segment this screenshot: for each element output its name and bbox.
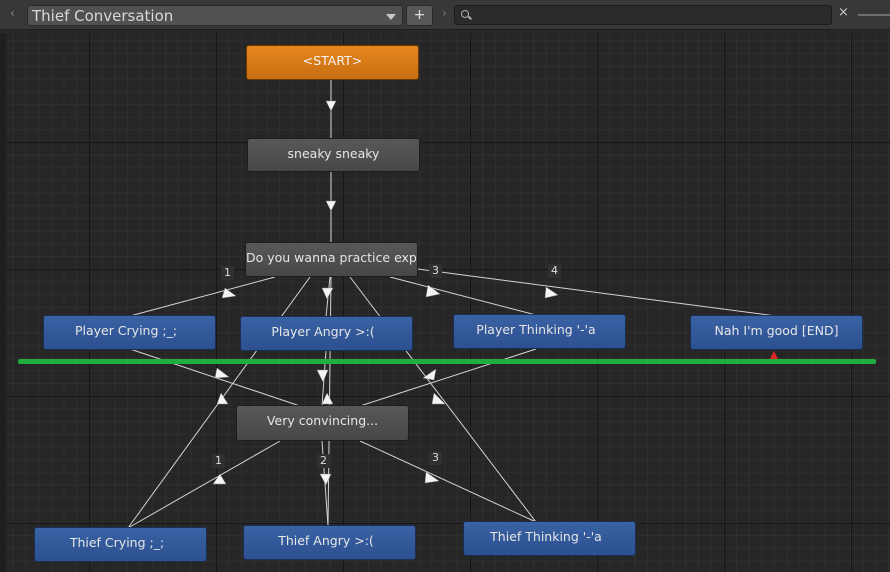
- player-node-nah-end[interactable]: Nah I'm good [END]: [690, 315, 863, 350]
- player-node-thief-angry[interactable]: Thief Angry >:(: [243, 525, 416, 560]
- chevron-down-icon: [386, 14, 396, 20]
- left-panel-edge: [0, 33, 6, 572]
- npc-node-practice-question[interactable]: Do you wanna practice expr: [245, 242, 418, 277]
- node-label: Thief Angry >:(: [278, 533, 374, 548]
- arrow-icon: [214, 367, 230, 379]
- link-label: 2: [317, 454, 330, 468]
- arrow-icon: [424, 471, 440, 484]
- search-icon: [461, 10, 469, 18]
- player-node-angry[interactable]: Player Angry >:(: [240, 316, 413, 351]
- link-label: 1: [212, 454, 225, 468]
- link-label: 4: [548, 264, 561, 278]
- toolbar-scrollbar[interactable]: [858, 14, 890, 16]
- link-question-player-thinking: [389, 276, 537, 316]
- link-label: 3: [429, 264, 442, 278]
- player-node-crying[interactable]: Player Crying ;_;: [43, 315, 216, 350]
- chevron-right-icon: ›: [442, 6, 447, 20]
- graph-canvas[interactable]: [6, 33, 890, 572]
- arrow-icon: [422, 368, 437, 381]
- link-label: 1: [221, 266, 234, 280]
- conversation-dropdown[interactable]: Thief Conversation: [27, 5, 403, 26]
- arrow-icon: [221, 287, 237, 299]
- node-label: Player Crying ;_;: [74, 323, 178, 338]
- arrow-icon: [325, 200, 337, 212]
- node-label: Do you wanna practice expr: [246, 250, 418, 265]
- arrow-icon: [316, 369, 329, 383]
- player-node-thief-crying[interactable]: Thief Crying ;_;: [34, 527, 207, 562]
- link-label: 3: [429, 451, 442, 465]
- link-question-nah: [409, 267, 777, 317]
- collapse-panel-chevron-icon[interactable]: ‹: [10, 6, 15, 20]
- search-input[interactable]: [454, 5, 832, 25]
- player-node-thinking[interactable]: Player Thinking '-'a: [453, 314, 626, 349]
- arrow-icon: [544, 286, 559, 299]
- close-icon[interactable]: ×: [838, 5, 849, 20]
- node-label: Thief Thinking '-'a: [490, 529, 602, 544]
- node-label: Player Angry >:(: [271, 324, 375, 339]
- node-label: sneaky sneaky: [287, 146, 380, 161]
- node-label: Player Thinking '-'a: [476, 322, 596, 337]
- npc-node-very-convincing[interactable]: Very convincing...: [236, 405, 409, 441]
- arrow-icon: [321, 287, 334, 300]
- add-conversation-button[interactable]: +: [406, 5, 433, 26]
- link-very-thief-crying: [127, 440, 281, 529]
- arrow-icon: [321, 392, 334, 405]
- npc-node-sneaky-sneaky[interactable]: sneaky sneaky: [247, 138, 420, 172]
- node-label: <START>: [302, 53, 363, 68]
- node-label: Nah I'm good [END]: [714, 323, 839, 338]
- node-label: Very convincing...: [266, 413, 379, 428]
- link-question-player-crying: [129, 276, 276, 317]
- link-player-thinking-very: [359, 348, 537, 407]
- node-label: Thief Crying ;_;: [69, 535, 165, 550]
- arrow-icon: [216, 392, 229, 405]
- player-node-thief-thinking[interactable]: Thief Thinking '-'a: [463, 521, 636, 556]
- arrow-icon: [431, 392, 446, 405]
- link-very-thief-thinking: [359, 440, 537, 523]
- arrow-icon: [325, 100, 337, 112]
- arrow-icon: [319, 473, 332, 486]
- selection-bar: [18, 359, 876, 364]
- arrow-icon: [425, 284, 441, 298]
- start-node[interactable]: <START>: [246, 45, 419, 80]
- arrow-icon: [212, 473, 227, 485]
- end-marker-icon: [770, 351, 778, 359]
- conversation-title: Thief Conversation: [32, 7, 174, 25]
- graph-toolbar: ‹ Thief Conversation + › ×: [0, 0, 890, 30]
